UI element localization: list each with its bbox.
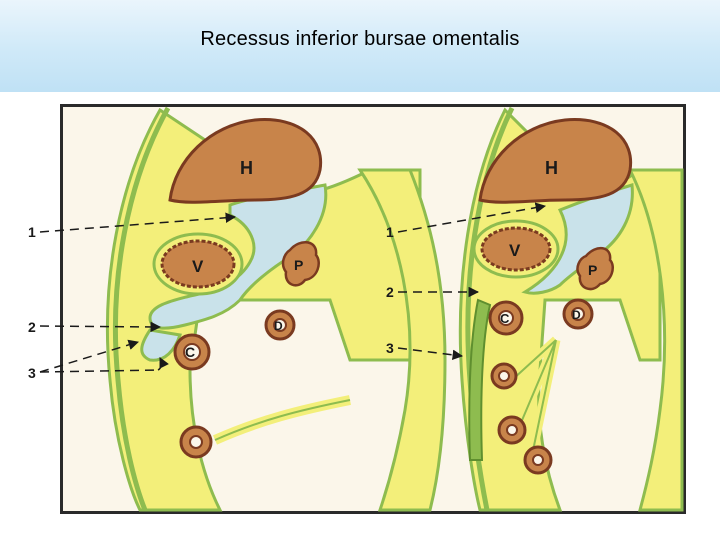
left-pancreas: [281, 241, 320, 287]
right-colon-lumen: [498, 310, 514, 326]
right-pointer-2-label: 2: [386, 284, 394, 300]
right-greater-omentum: [468, 298, 492, 461]
left-stomach-wall: [160, 239, 236, 289]
slide-header: [0, 0, 720, 92]
right-pointer-3-label: 3: [386, 340, 394, 356]
right-duodenum-lumen: [571, 307, 585, 321]
right-liver: [478, 118, 633, 204]
left-duodenum-lumen: [273, 318, 287, 332]
left-pointer-3-line-a: [39, 339, 140, 373]
panel-left: H V P D C 1 2 3: [28, 106, 447, 512]
left-mesentery-outline: [214, 399, 351, 441]
left-colon-label: C: [185, 344, 195, 360]
left-pointer-3-line-b: [39, 369, 159, 373]
right-pointer-1-label: 1: [386, 224, 394, 240]
left-pancreas-label: P: [294, 257, 303, 273]
left-pointer-2-label: 2: [28, 319, 36, 335]
left-anterior-wall: [112, 106, 171, 511]
right-duodenum-label: D: [572, 308, 581, 322]
right-pointer-3-line: [397, 347, 464, 361]
right-colon-label: C: [500, 311, 510, 326]
right-posterior-band: [627, 168, 684, 512]
left-posterior-band: [357, 168, 447, 512]
left-liver: [168, 118, 323, 204]
left-small-intestine-lumen: [189, 435, 203, 449]
right-pancreas: [576, 247, 614, 291]
right-liver-label: H: [545, 158, 558, 178]
right-intestine-loop-3-lumen: [532, 454, 544, 466]
left-stomach-label: V: [192, 257, 204, 276]
right-pancreas-label: P: [588, 262, 597, 278]
panel-right: H V P D C 1 2 3: [386, 106, 684, 512]
right-stomach-label: V: [509, 241, 521, 260]
right-mesentery-outline: [511, 339, 557, 466]
right-stomach-wall: [480, 226, 552, 272]
right-pointer-1-line: [397, 202, 547, 233]
left-pointer-2-line: [39, 321, 162, 333]
right-intestine-loop-2-lumen: [506, 424, 518, 436]
left-duodenum-label: D: [274, 319, 283, 333]
right-bursa-omentalis: [521, 183, 634, 295]
left-pointer-1-line: [39, 212, 237, 233]
left-colon-lumen: [183, 343, 201, 361]
left-mesentery: [212, 395, 351, 445]
left-peritoneal-band: [105, 107, 422, 512]
left-bursa-omentalis: [148, 183, 328, 330]
left-pointer-1-label: 1: [28, 224, 36, 240]
left-pointer-3-label: 3: [28, 365, 36, 381]
left-pointer-3-line-c: [157, 357, 169, 371]
slide-title: Recessus inferior bursae omentalis: [200, 28, 520, 50]
right-intestine-loop-1-lumen: [498, 370, 510, 382]
left-liver-label: H: [240, 158, 253, 178]
